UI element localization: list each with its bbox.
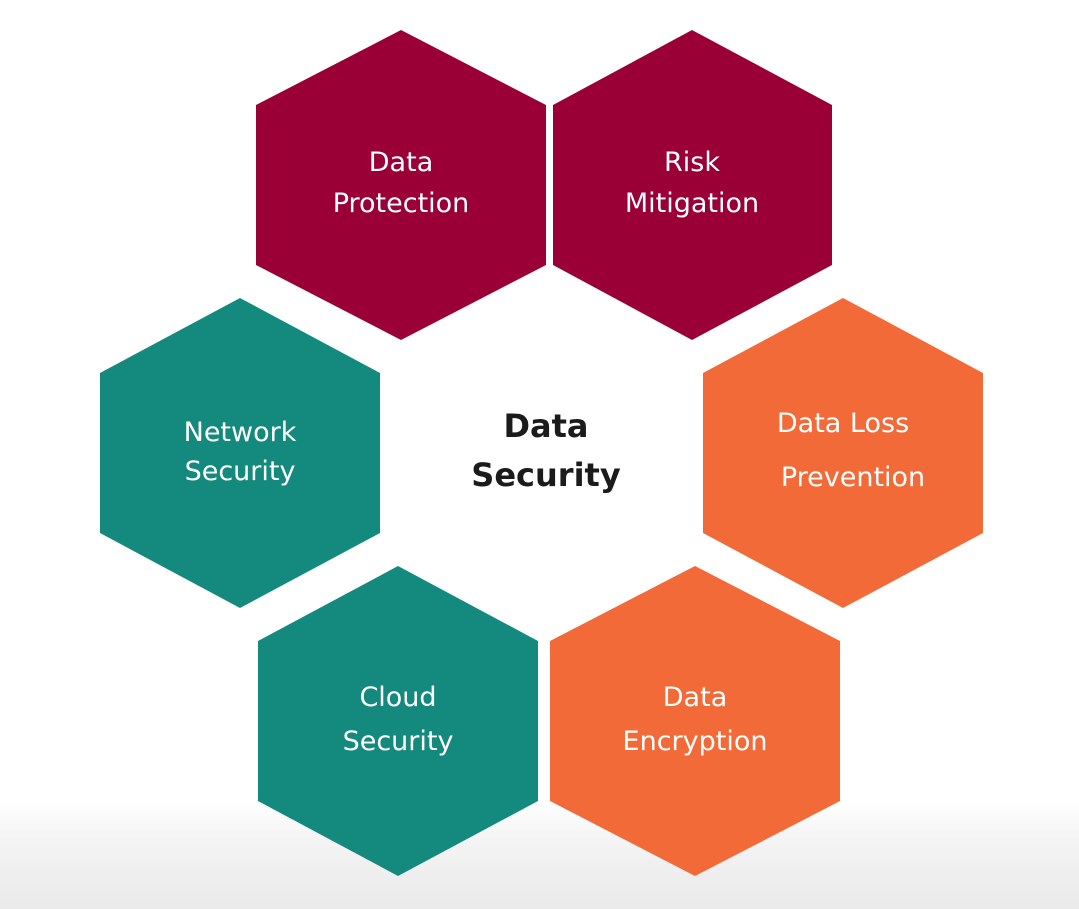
center-title-line-2: Security — [471, 456, 621, 494]
hexagon-shape — [100, 298, 380, 608]
hexagon-shape — [553, 30, 832, 340]
hexagon-label-line-2: Protection — [333, 188, 470, 219]
hexagon-label-line-1: Data Loss — [777, 408, 909, 439]
hexagon-risk-mitigation: Risk Mitigation — [553, 30, 832, 340]
hexagon-shape — [550, 566, 840, 876]
hexagon-data-protection: Data Protection — [256, 30, 546, 340]
hexagon-label-line-1: Risk — [664, 147, 720, 178]
hexagon-label-line-1: Cloud — [359, 682, 436, 713]
hexagon-shape — [258, 566, 538, 876]
hexagon-data-loss-prevention: Data Loss Prevention — [703, 298, 983, 608]
center-title-line-1: Data — [503, 407, 588, 445]
hexagon-label-line-2: Security — [185, 456, 296, 487]
hexagon-label-line-1: Network — [184, 417, 297, 448]
hexagon-data-encryption: Data Encryption — [550, 566, 840, 876]
hexagon-cloud-security: Cloud Security — [258, 566, 538, 876]
hexagon-label-line-2: Mitigation — [625, 188, 759, 219]
hexagon-label-line-2: Encryption — [623, 726, 768, 757]
hexagon-label-line-2: Security — [343, 726, 454, 757]
hexagon-shape — [703, 298, 983, 608]
hexagon-network-security: Network Security — [100, 298, 380, 608]
center-title: Data Security — [471, 407, 621, 494]
hexagon-label-line-1: Data — [369, 147, 433, 178]
hexagon-label-line-2: Prevention — [781, 462, 925, 493]
hexagon-label-line-1: Data — [663, 682, 727, 713]
hexagon-shape — [256, 30, 546, 340]
